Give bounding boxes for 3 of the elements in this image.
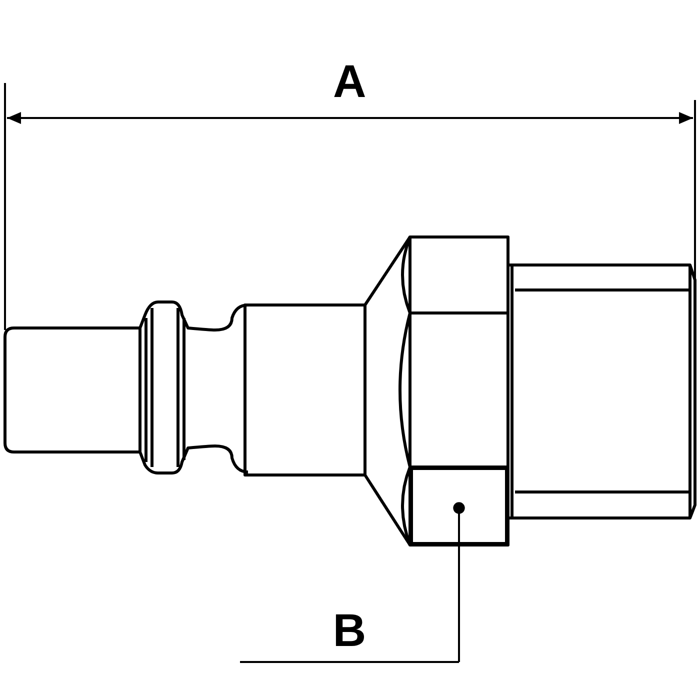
dimension-label: A: [333, 58, 366, 104]
callout-letter: B: [332, 606, 366, 652]
leader-line: [453, 502, 465, 662]
